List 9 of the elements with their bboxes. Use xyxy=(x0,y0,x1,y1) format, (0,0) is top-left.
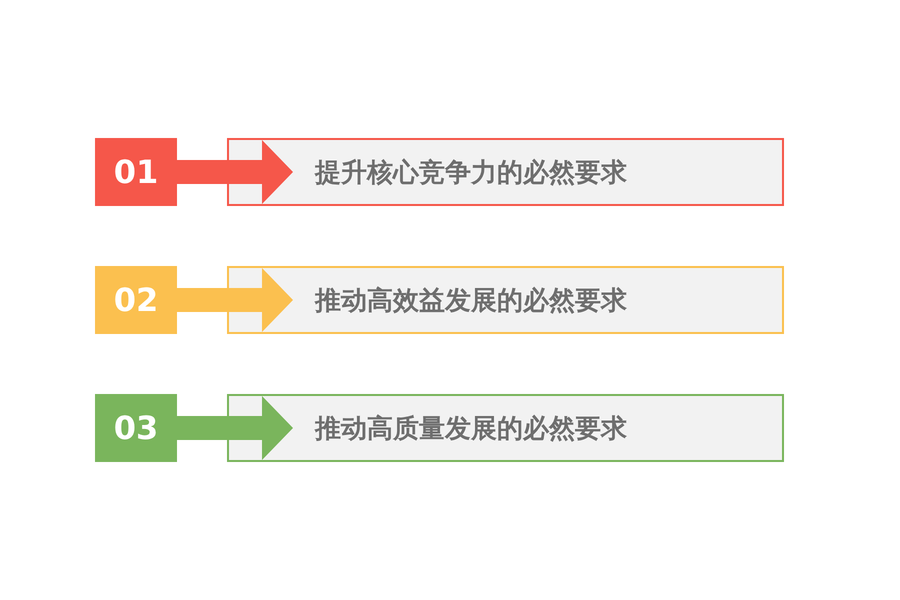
text-box: 提升核心竞争力的必然要求 xyxy=(227,138,784,206)
text-box: 推动高效益发展的必然要求 xyxy=(227,266,784,334)
arrow xyxy=(177,140,293,204)
number-box: 03 xyxy=(95,394,177,462)
arrow xyxy=(177,268,293,332)
number-box: 02 xyxy=(95,266,177,334)
text-box: 推动高质量发展的必然要求 xyxy=(227,394,784,462)
arrow xyxy=(177,396,293,460)
number-box: 01 xyxy=(95,138,177,206)
